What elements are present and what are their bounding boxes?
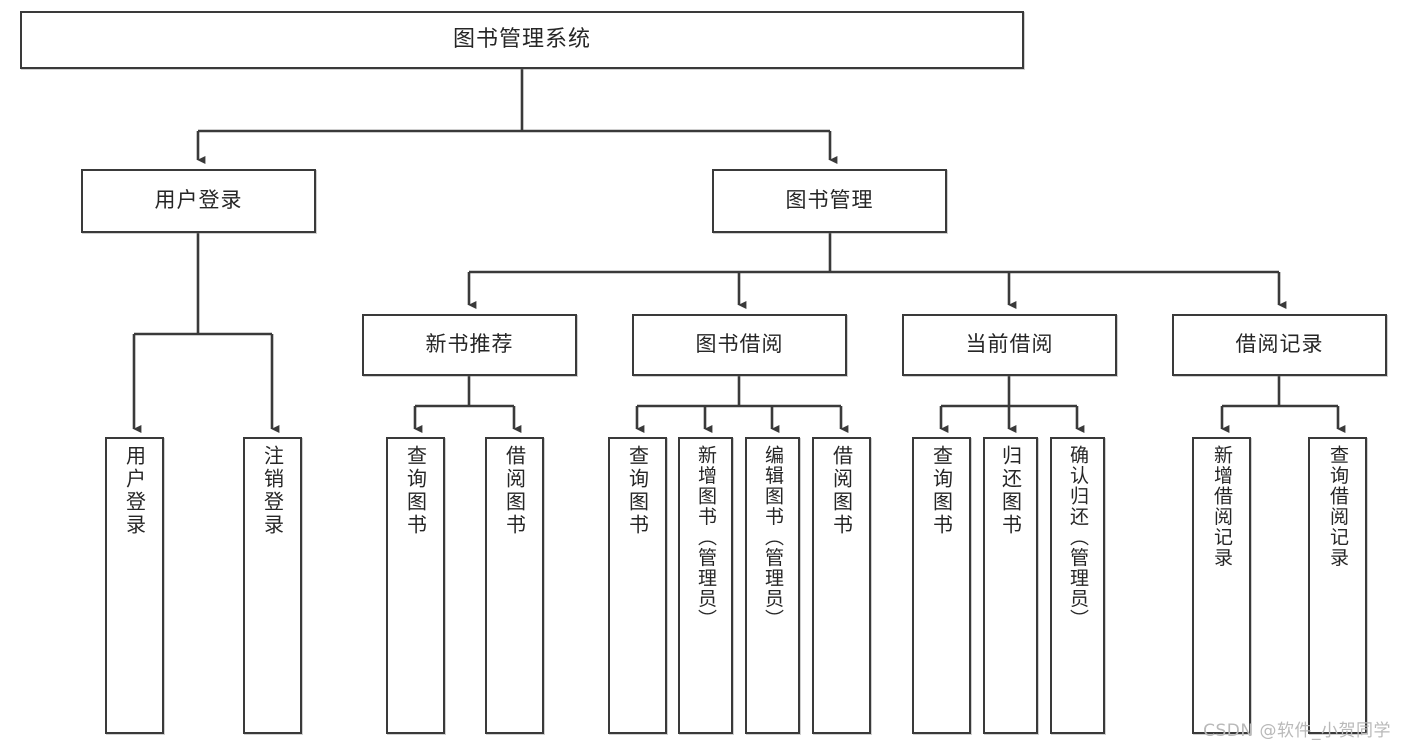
node-user-login[interactable]: 用户登录	[81, 169, 316, 233]
node-leaf-query-book-recommend-label: 查询图书	[403, 445, 428, 537]
node-leaf-query-book-current-label: 查询图书	[929, 445, 954, 537]
node-user-login-label: 用户登录	[154, 188, 243, 213]
node-leaf-return-book[interactable]: 归还图书	[983, 437, 1038, 734]
node-leaf-query-book-borrow[interactable]: 查询图书	[608, 437, 667, 734]
node-current-borrow-label: 当前借阅	[965, 332, 1054, 357]
node-leaf-query-book-borrow-label: 查询图书	[625, 445, 650, 537]
node-borrow-record[interactable]: 借阅记录	[1172, 314, 1387, 376]
node-leaf-add-borrow-record[interactable]: 新增借阅记录	[1192, 437, 1251, 734]
node-leaf-confirm-return[interactable]: 确认归还（管理员）	[1050, 437, 1105, 734]
node-root[interactable]: 图书管理系统	[20, 11, 1024, 69]
node-leaf-user-logout[interactable]: 注销登录	[243, 437, 302, 734]
node-book-manage-label: 图书管理	[785, 188, 874, 213]
node-leaf-borrow-book[interactable]: 借阅图书	[812, 437, 871, 734]
node-leaf-return-book-label: 归还图书	[998, 445, 1023, 537]
node-leaf-add-book-label: 新增图书（管理员）	[695, 445, 717, 630]
node-leaf-borrow-book-recommend[interactable]: 借阅图书	[485, 437, 544, 734]
node-new-book-recommend[interactable]: 新书推荐	[362, 314, 577, 376]
node-leaf-confirm-return-label: 确认归还（管理员）	[1067, 445, 1089, 630]
node-leaf-user-logout-label: 注销登录	[260, 445, 285, 537]
node-leaf-user-login[interactable]: 用户登录	[105, 437, 164, 734]
node-leaf-borrow-book-label: 借阅图书	[829, 445, 854, 537]
node-book-borrow-label: 图书借阅	[695, 332, 784, 357]
node-root-label: 图书管理系统	[452, 26, 591, 52]
node-leaf-edit-book[interactable]: 编辑图书（管理员）	[745, 437, 800, 734]
node-borrow-record-label: 借阅记录	[1235, 332, 1324, 357]
node-leaf-query-borrow-record[interactable]: 查询借阅记录	[1308, 437, 1367, 734]
node-current-borrow[interactable]: 当前借阅	[902, 314, 1117, 376]
node-leaf-query-book-recommend[interactable]: 查询图书	[386, 437, 445, 734]
node-leaf-query-book-current[interactable]: 查询图书	[912, 437, 971, 734]
node-leaf-edit-book-label: 编辑图书（管理员）	[762, 445, 784, 630]
node-leaf-query-borrow-record-label: 查询借阅记录	[1327, 445, 1349, 568]
node-leaf-add-book[interactable]: 新增图书（管理员）	[678, 437, 733, 734]
node-book-manage[interactable]: 图书管理	[712, 169, 947, 233]
node-leaf-borrow-book-recommend-label: 借阅图书	[502, 445, 527, 537]
node-leaf-user-login-label: 用户登录	[122, 445, 147, 537]
node-new-book-recommend-label: 新书推荐	[425, 332, 514, 357]
csdn-watermark: CSDN @软件_小贺同学	[1203, 721, 1391, 741]
node-leaf-add-borrow-record-label: 新增借阅记录	[1211, 445, 1233, 568]
node-book-borrow[interactable]: 图书借阅	[632, 314, 847, 376]
